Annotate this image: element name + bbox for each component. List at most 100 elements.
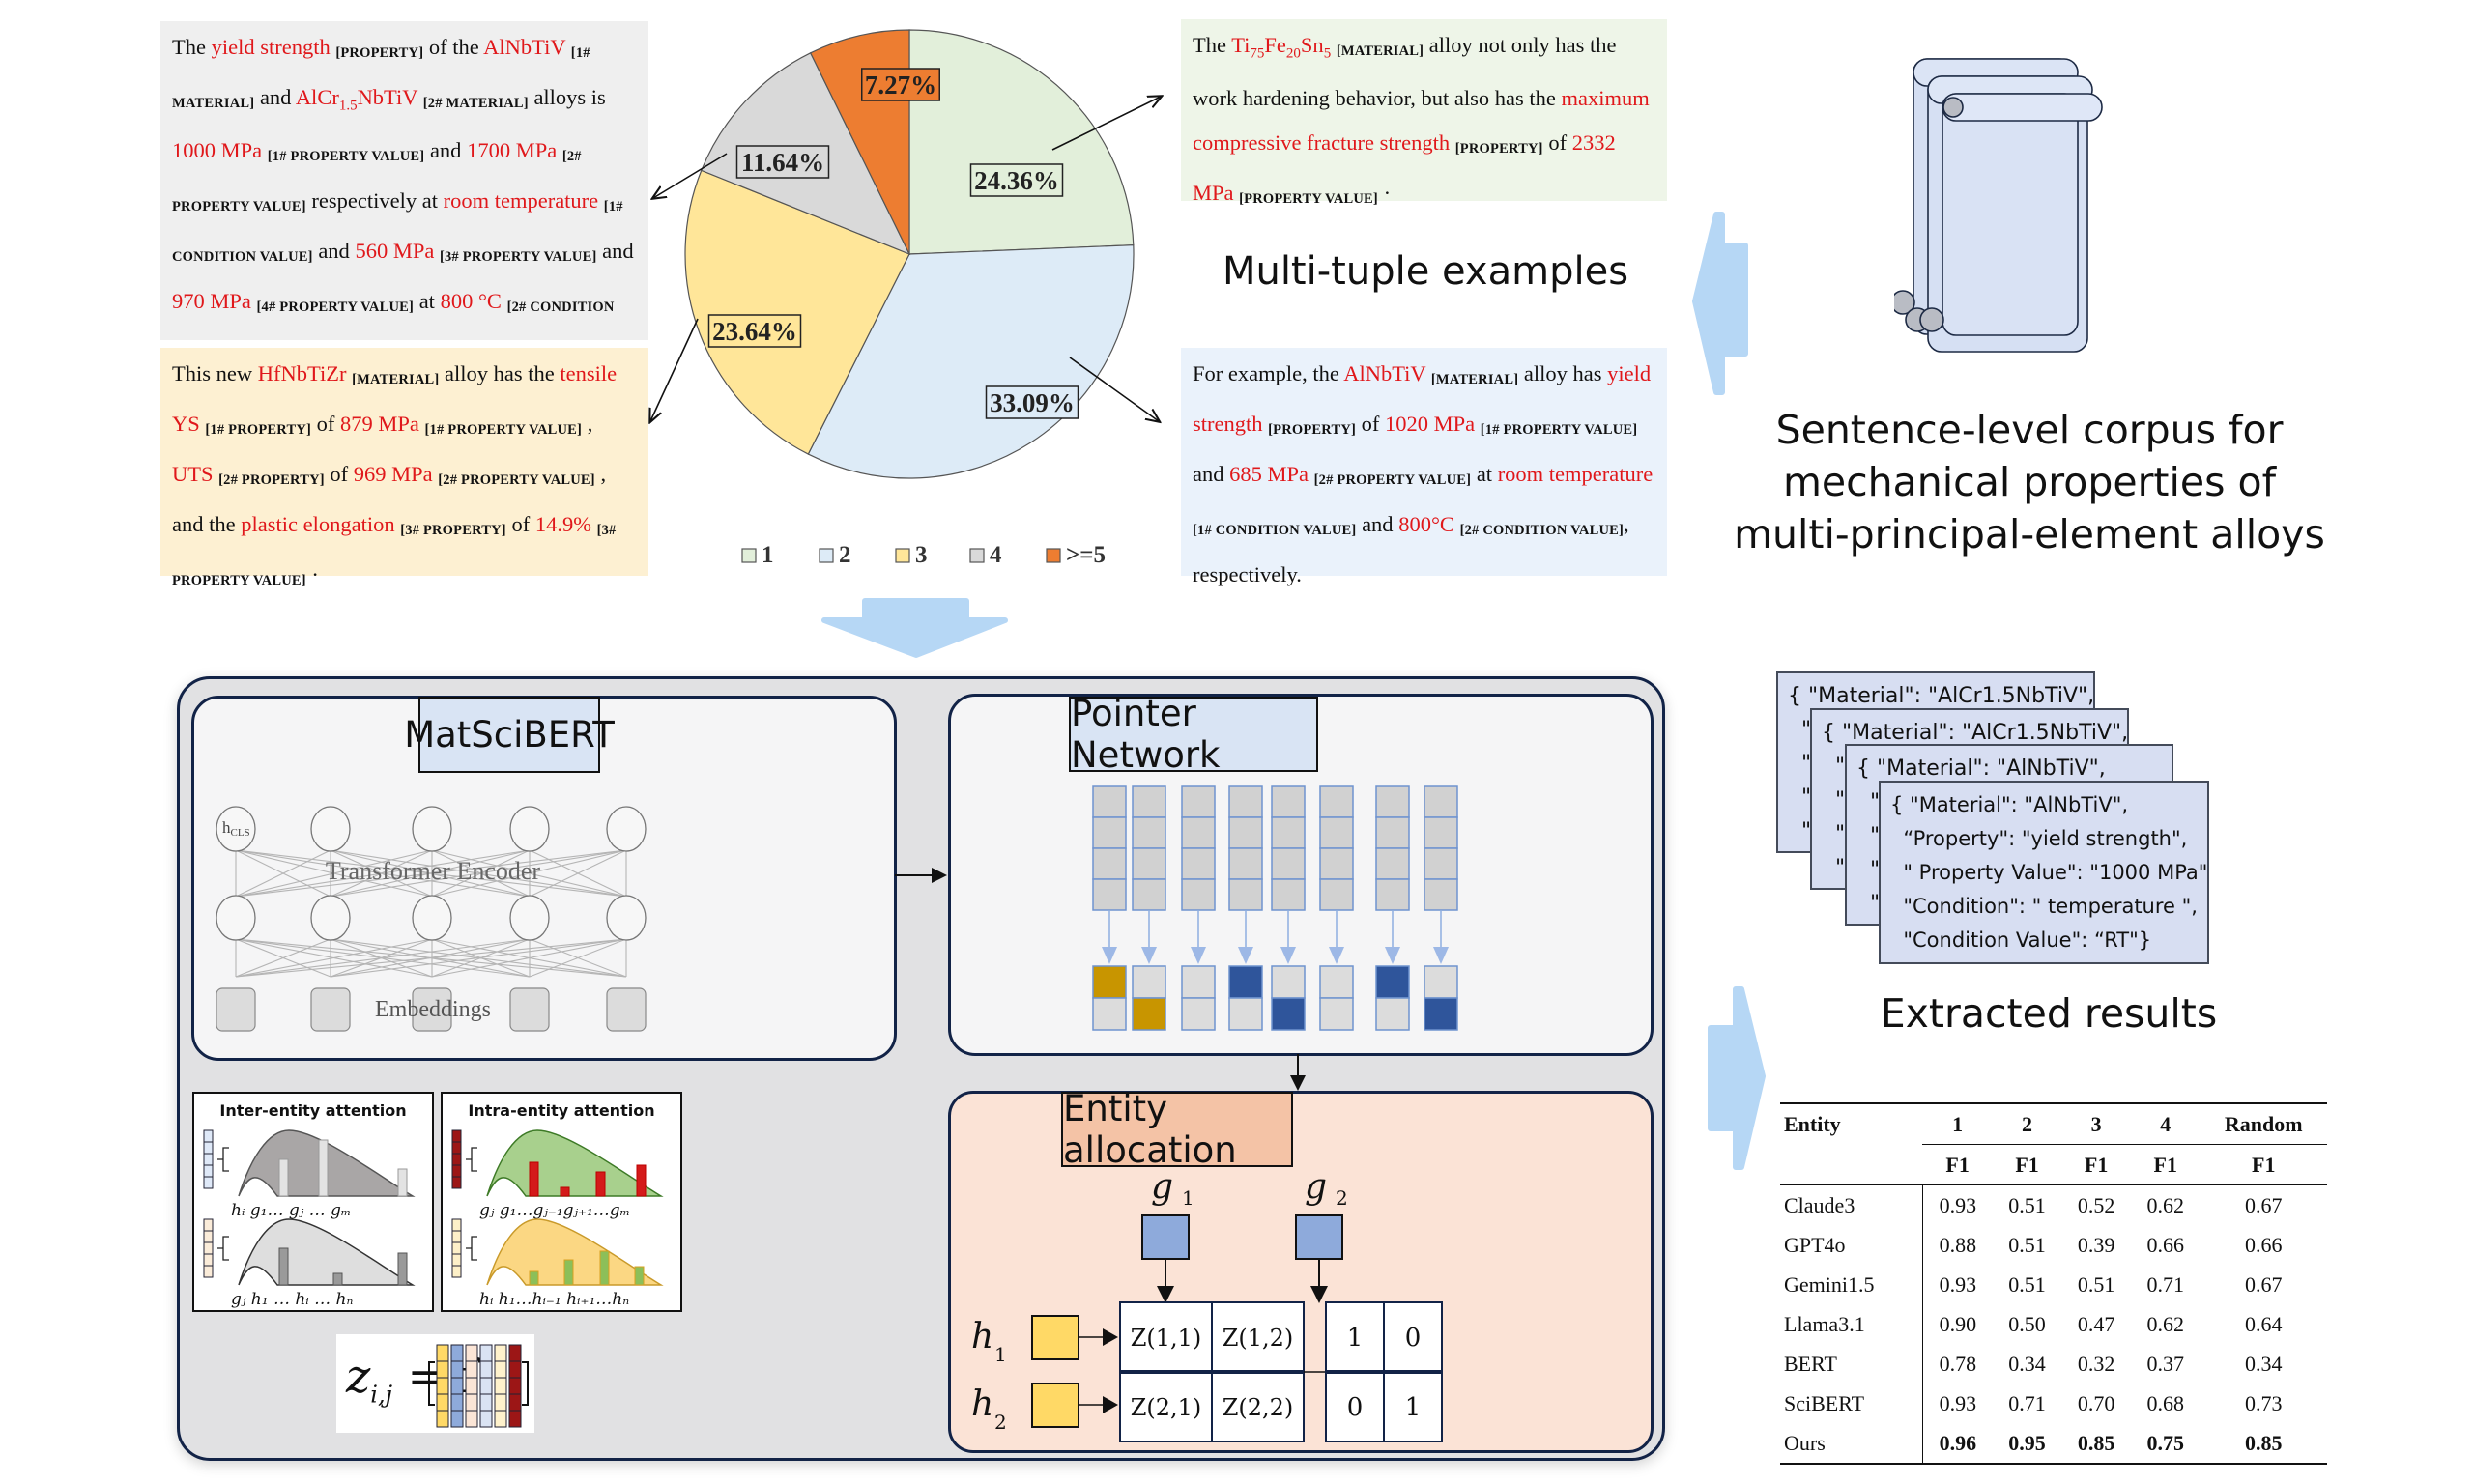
highlighted-entity: maximum compressive fracture strength <box>1193 85 1650 155</box>
token-vector-cell <box>1181 878 1216 911</box>
output-matrix-value: 0 <box>1347 1393 1364 1422</box>
highlighted-entity: 1.5 <box>338 98 358 114</box>
embedding-vector-cell <box>203 1253 214 1267</box>
json-card-4: { "Material": "AlNbTiV", “Property": "yi… <box>1879 781 2209 964</box>
formula-vector-cell <box>450 1360 464 1379</box>
output-matrix-cell <box>1325 1301 1385 1373</box>
pointer-arrowhead <box>1433 947 1449 964</box>
entity-tag: [1# PROPERTY VALUE] <box>1480 422 1638 438</box>
entity-allocation-title: Entity allocation <box>1061 1088 1293 1171</box>
pointer-arrowhead <box>1141 947 1157 964</box>
start-pointer-cell <box>1092 965 1127 999</box>
token-vector-cell <box>1132 878 1166 911</box>
formula-vector-cell <box>465 1410 478 1428</box>
output-node <box>412 806 452 852</box>
f1-score-cell: 0.75 <box>2146 1430 2184 1455</box>
f1-score-cell: 0.66 <box>2146 1232 2184 1257</box>
highlighted-entity: plastic elongation <box>241 512 395 536</box>
highlighted-entity: 685 MPa <box>1229 462 1309 486</box>
embedding-vector-cell <box>203 1153 214 1166</box>
entity-tag: [1# PROPERTY VALUE] <box>267 148 425 164</box>
f1-score-cell: 0.70 <box>2077 1390 2115 1415</box>
attention-bar <box>278 1247 289 1286</box>
model-name-cell: Claude3 <box>1780 1184 1923 1225</box>
highlighted-entity: 14.9% <box>534 512 591 536</box>
transformer-encoder-label: Transformer Encoder <box>326 857 540 885</box>
f1-score-cell: 0.93 <box>1939 1271 1977 1297</box>
f1-score-cell: 0.93 <box>1939 1192 1977 1217</box>
highlighted-entity: Sn <box>1300 33 1324 57</box>
entity-tag: [1# CONDITION VALUE] <box>172 198 623 265</box>
attention-bar <box>529 1270 539 1286</box>
sentence-text: · <box>1377 180 1392 205</box>
z-matrix-cell <box>1211 1301 1305 1373</box>
pie-label-box <box>707 314 802 348</box>
formula-vectors <box>428 1344 529 1428</box>
highlighted-entity: 800 °C <box>440 288 502 313</box>
f1-score-cell: 0.71 <box>2146 1271 2184 1297</box>
highlighted-entity: tensile YS <box>172 361 618 436</box>
token-vector-cell <box>1319 847 1354 880</box>
h-vector <box>1031 1383 1079 1428</box>
sentence-text: The <box>172 35 212 59</box>
attention-bar <box>397 1252 408 1286</box>
attention-axis-labels: hᵢ h₁…hᵢ₋₁ hᵢ₊₁…hₙ <box>479 1290 629 1309</box>
f1-score-cell: 0.66 <box>2245 1232 2283 1257</box>
highlighted-entity: Ti <box>1231 33 1251 57</box>
f1-score-cell: 0.85 <box>2245 1430 2283 1455</box>
highlighted-entity: 1020 MPa <box>1385 412 1476 436</box>
attention-edge <box>235 938 627 978</box>
sentence-text: alloys is <box>528 85 606 109</box>
entity-tag: [MATERIAL] <box>1430 372 1519 387</box>
output-node <box>606 806 647 852</box>
f1-score-cell: 0.71 <box>2008 1390 2046 1415</box>
highlighted-entity: 20 <box>1285 45 1301 62</box>
formula-vector-cell <box>479 1410 493 1428</box>
formula-vector-cell <box>436 1377 449 1395</box>
attention-edge <box>235 849 627 898</box>
sentence-text: and <box>312 238 356 263</box>
f1-score-cell: 0.39 <box>2077 1232 2115 1257</box>
token-vector-cell <box>1228 878 1263 911</box>
formula-vector-cell <box>450 1393 464 1412</box>
start-pointer-cell <box>1132 965 1166 999</box>
f1-score-cell: 0.34 <box>2245 1351 2283 1376</box>
attention-edge <box>330 938 627 978</box>
highlighted-entity: AlNbTiV <box>483 35 566 59</box>
formula-vector-cell <box>479 1377 493 1395</box>
highlighted-entity: 5 <box>1323 45 1332 62</box>
output-node <box>310 806 351 852</box>
f1-score-cell: 0.88 <box>1939 1232 1977 1257</box>
f1-score-cell: 0.47 <box>2077 1311 2115 1336</box>
arrow-head <box>1310 1286 1328 1303</box>
sentence-text: , respectively. <box>1193 512 1629 586</box>
entity-tag: [3# PROPERTY] <box>400 523 506 538</box>
sentence-text: of <box>1356 412 1386 436</box>
attention-edge <box>330 849 627 898</box>
attention-bar <box>397 1168 408 1197</box>
formula-vector-cell <box>465 1393 478 1412</box>
formula-vector-cell <box>479 1393 493 1412</box>
entity-tag: [1# MATERIAL] <box>172 45 590 111</box>
formula-vector-cell <box>465 1360 478 1379</box>
model-name-cell: Ours <box>1780 1423 1923 1464</box>
entity-tag: [2# PROPERTY] <box>218 472 325 488</box>
pie-label-box <box>969 163 1064 197</box>
formula-vector-cell <box>450 1344 464 1362</box>
sentence-text: and <box>596 238 634 263</box>
bracket-icon <box>217 1147 229 1172</box>
attention-edge <box>431 938 627 978</box>
pie-slice-3 <box>684 169 910 455</box>
legend-label: 1 <box>762 542 774 568</box>
formula-vector-cell <box>436 1360 449 1379</box>
z-matrix-cell <box>1119 1301 1213 1373</box>
end-pointer-cell <box>1228 997 1263 1031</box>
formula-vector-cell <box>465 1344 478 1362</box>
formula-vector-cell <box>450 1410 464 1428</box>
attention-bar <box>560 1186 570 1197</box>
